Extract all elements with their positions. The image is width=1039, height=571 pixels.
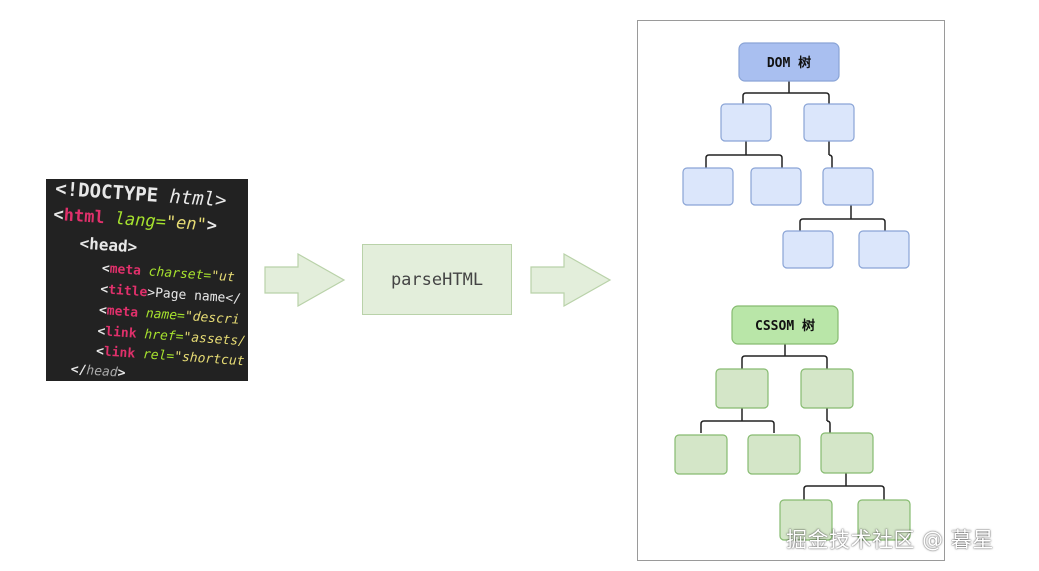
parse-html-label: parseHTML: [390, 269, 484, 290]
code-line-head-open: <head>: [78, 233, 138, 257]
dom-node: [750, 167, 802, 206]
cssom-node: [779, 499, 833, 541]
dom-node: [720, 103, 772, 142]
code-line-head-close: </head>: [70, 362, 126, 381]
dom-root-node: [738, 42, 840, 82]
dom-node: [682, 167, 734, 206]
cssom-node: [820, 432, 874, 474]
dom-node: [803, 103, 855, 142]
parse-html-box: parseHTML: [362, 244, 512, 315]
watermark-text: 掘金技术社区 @ 暮星: [786, 528, 994, 552]
cssom-node: [747, 434, 801, 475]
trees-diagram: DOM 树 CSSOM 树: [674, 42, 911, 541]
cssom-tree-title: CSSOM 树: [755, 318, 815, 334]
flow-arrow-1-icon: [264, 253, 346, 307]
code-line-meta-charset: <meta charset="ut: [101, 261, 236, 286]
dom-node: [858, 230, 910, 269]
code-line-title: <title>Page name</: [99, 282, 242, 307]
html-code-lines: <!DOCTYPE html> <html lang="en"> <head> …: [46, 179, 248, 381]
cssom-node: [674, 434, 728, 475]
tree-panel: DOM 树 CSSOM 树: [637, 20, 945, 561]
cssom-root-node: [731, 305, 839, 345]
dom-tree-title: DOM 树: [767, 55, 811, 71]
flow-arrow-2-icon: [530, 253, 612, 307]
html-code-image: <!DOCTYPE html> <html lang="en"> <head> …: [46, 179, 248, 381]
cssom-tree-connectors: [700, 344, 885, 500]
cssom-node: [857, 499, 911, 541]
cssom-node: [800, 368, 854, 409]
dom-tree-connectors: [705, 81, 886, 231]
dom-node: [822, 167, 874, 206]
cssom-node: [715, 368, 769, 409]
dom-node: [782, 230, 834, 269]
code-line-meta-name: <meta name="descri: [98, 303, 241, 328]
